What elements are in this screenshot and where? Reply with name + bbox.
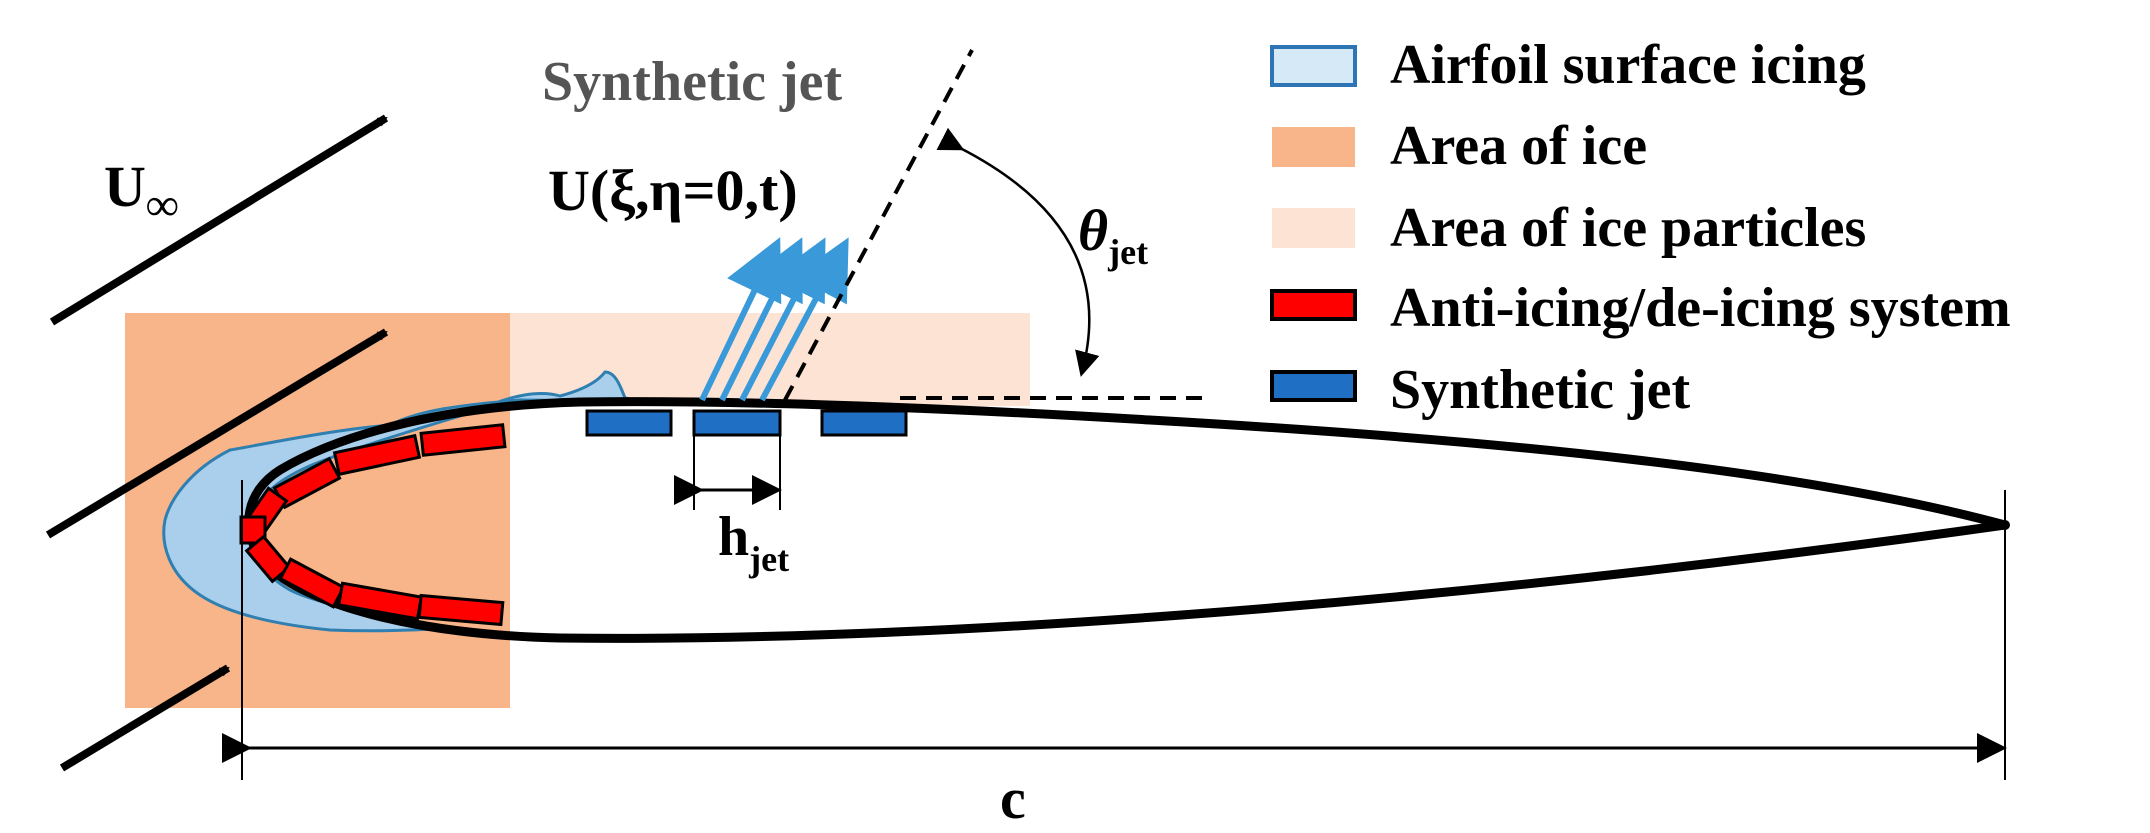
airfoil-outline	[244, 397, 2010, 643]
legend-item-synthetic-jet: Synthetic jet	[1270, 359, 1691, 421]
jet-direction-dashed-line	[783, 49, 974, 401]
theta-main: θ	[1078, 198, 1108, 263]
freestream-subscript: ∞	[146, 179, 179, 230]
synthetic-jet-actuator	[820, 409, 908, 437]
freestream-arrow	[59, 664, 231, 772]
legend-label-area-of-ice: Area of ice	[1390, 115, 1647, 177]
chord-label: c	[1000, 766, 1026, 831]
heater-segment	[419, 423, 507, 457]
theta-jet-arc	[936, 127, 1100, 377]
freestream-arrows	[45, 114, 389, 772]
legend-swatch-area-of-ice	[1272, 127, 1355, 167]
legend-item-area-of-ice-particles: Area of ice particles	[1272, 197, 1866, 259]
legend-item-anti-icing-system: Anti-icing/de-icing system	[1270, 277, 2011, 339]
jet-velocity-arrows	[699, 237, 849, 402]
legend: Airfoil surface icing Area of ice Area o…	[1270, 34, 2011, 421]
legend-label-anti-icing-system: Anti-icing/de-icing system	[1390, 277, 2011, 339]
jet-arrow	[759, 237, 849, 402]
legend-label-airfoil-surface-icing: Airfoil surface icing	[1390, 34, 1866, 96]
legend-swatch-synthetic-jet	[1270, 370, 1357, 402]
anti-icing-system	[239, 423, 507, 627]
freestream-main: U	[104, 154, 146, 219]
synthetic-jet-actuator	[692, 409, 782, 437]
theta-subscript: jet	[1107, 232, 1148, 272]
legend-label-area-of-ice-particles: Area of ice particles	[1390, 197, 1866, 259]
legend-item-area-of-ice: Area of ice	[1272, 115, 1647, 177]
heater-segment	[244, 534, 292, 584]
freestream-arrow	[49, 114, 389, 326]
freestream-velocity-label: U∞	[104, 154, 179, 230]
legend-label-synthetic-jet: Synthetic jet	[1390, 359, 1691, 421]
h-jet-label: hjet	[718, 506, 789, 579]
velocity-label: U(ξ,η=0,t)	[548, 158, 798, 223]
heater-segment	[278, 557, 346, 609]
legend-swatch-anti-icing-system	[1270, 289, 1357, 321]
h-subscript: jet	[748, 539, 789, 579]
h-main: h	[718, 506, 749, 568]
legend-item-airfoil-surface-icing: Airfoil surface icing	[1270, 34, 1866, 96]
heater-segment	[332, 433, 422, 477]
synthetic-jet-actuators	[585, 409, 908, 437]
legend-swatch-airfoil-surface-icing	[1270, 45, 1357, 87]
legend-swatch-area-of-ice-particles	[1272, 208, 1355, 248]
freestream-arrow	[45, 328, 389, 539]
theta-jet-label: θjet	[1078, 198, 1148, 272]
synthetic-jet-actuator	[585, 409, 673, 437]
heater-segment	[417, 593, 505, 627]
synthetic-jet-title: Synthetic jet	[542, 51, 843, 113]
